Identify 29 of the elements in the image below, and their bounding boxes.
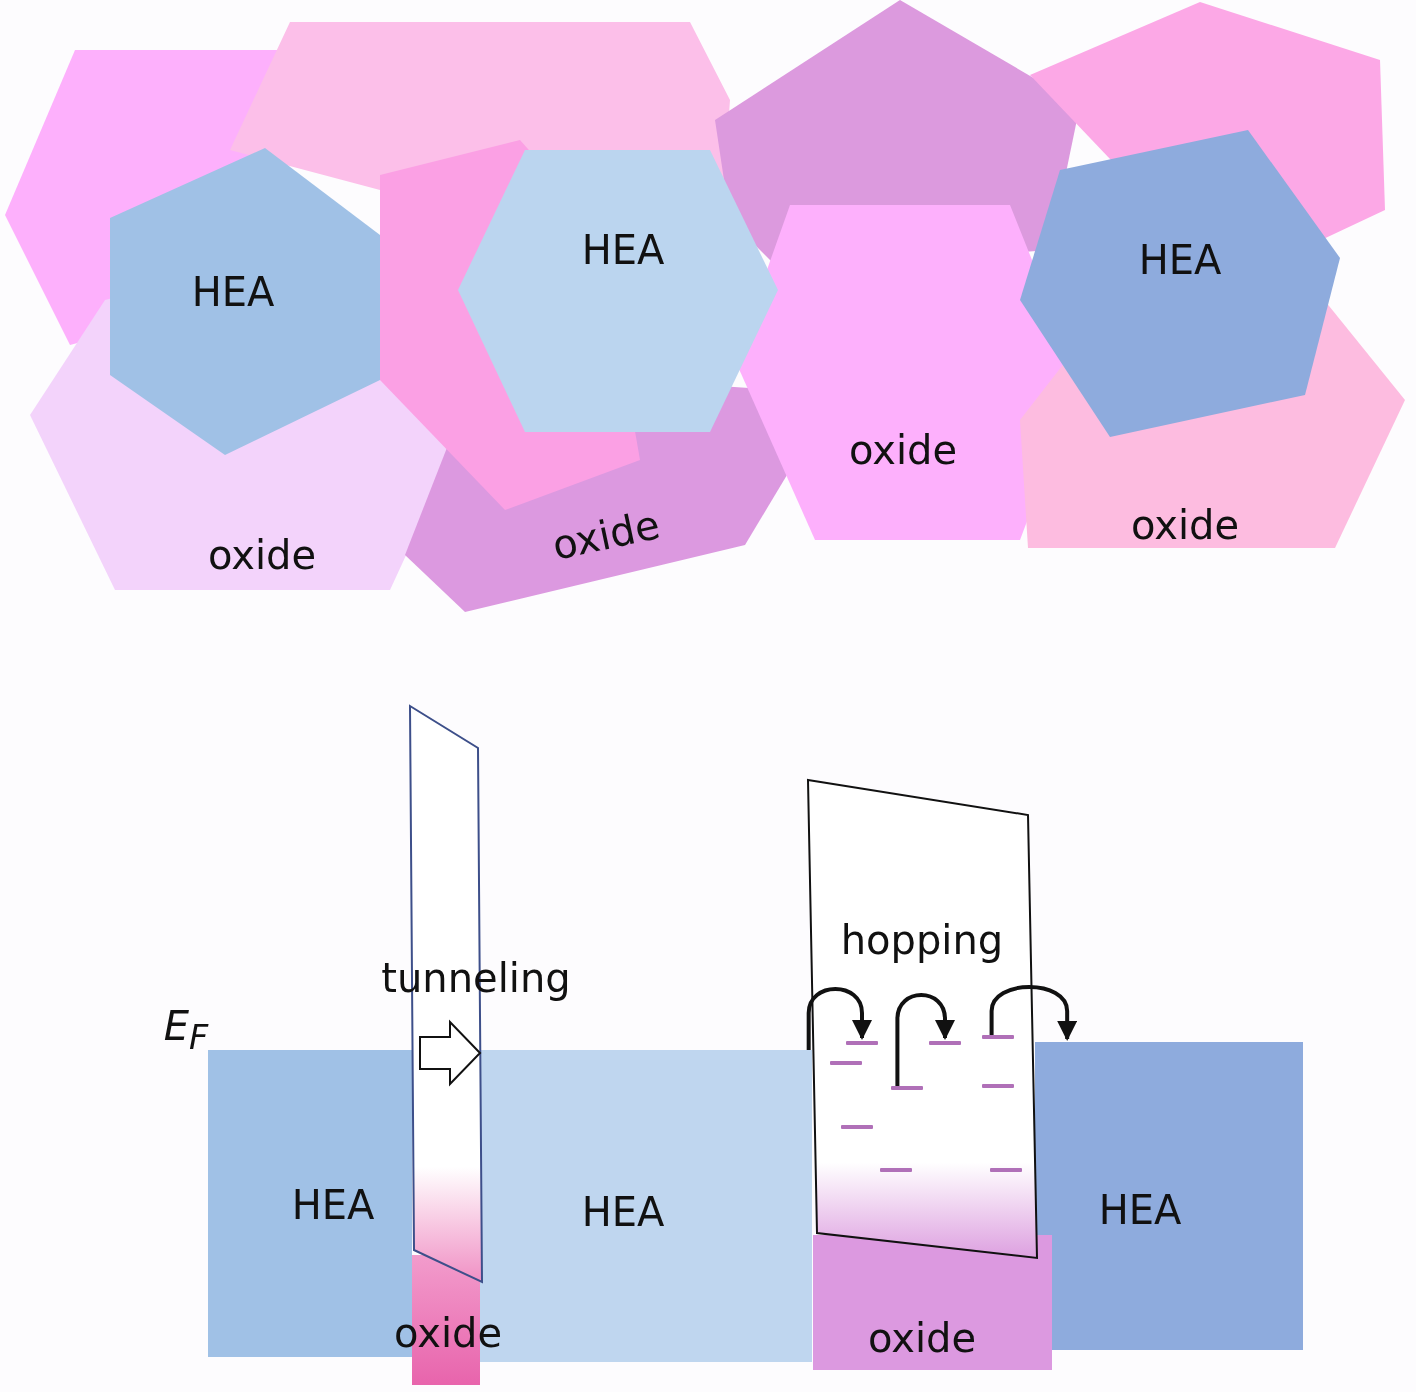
region-label: HEA xyxy=(581,1192,665,1232)
trap-level xyxy=(846,1041,878,1045)
oxide-block xyxy=(813,1235,1052,1370)
trap-level xyxy=(891,1086,923,1090)
fermi-level-label: E$_{F}$ xyxy=(163,1005,209,1055)
region-label: oxide xyxy=(394,1313,502,1353)
trap-level xyxy=(929,1041,961,1045)
region-label: HEA xyxy=(1098,1190,1182,1230)
hopping-arrow xyxy=(895,993,955,1086)
tunneling-arrow xyxy=(419,1019,482,1087)
region-label: oxide xyxy=(1131,505,1239,545)
trap-level xyxy=(830,1061,862,1065)
hea-block xyxy=(1035,1042,1303,1350)
hopping-arrow xyxy=(806,987,872,1050)
trap-level xyxy=(982,1035,1014,1039)
region-label: oxide xyxy=(208,535,316,575)
trap-level xyxy=(990,1168,1022,1172)
region-label: HEA xyxy=(291,1185,375,1225)
region-label: oxide xyxy=(868,1318,976,1358)
region-label: HEA xyxy=(581,230,665,270)
hopping-arrow xyxy=(989,985,1078,1041)
region-label: HEA xyxy=(1138,240,1222,280)
hopping-barrier xyxy=(808,780,1037,1258)
trap-level xyxy=(982,1084,1014,1088)
region-label: oxide xyxy=(549,504,663,566)
region-label: HEA xyxy=(191,272,275,312)
region-label: oxide xyxy=(849,430,957,470)
trap-level xyxy=(841,1125,873,1129)
trap-level xyxy=(880,1168,912,1172)
